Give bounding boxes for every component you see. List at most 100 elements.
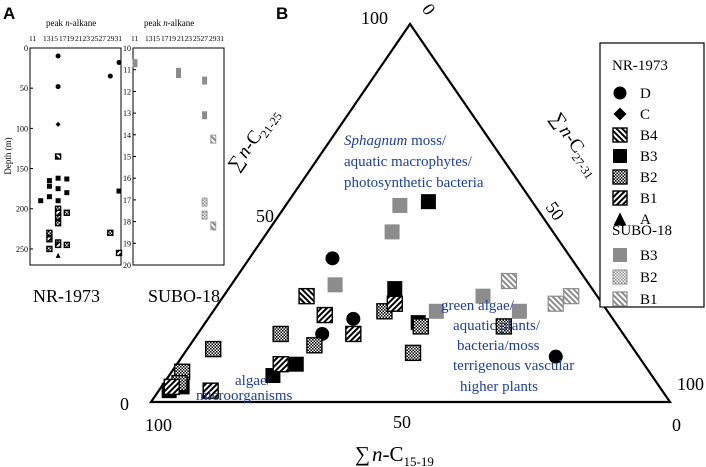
nr-y-tick-1: 50 <box>20 84 28 93</box>
ternary-point-nr-1973-d-0 <box>325 251 340 266</box>
right-axis-title: ∑n-C27-31 <box>543 109 604 182</box>
nr-point-b3-7 <box>55 198 61 204</box>
subo-point-b2-1 <box>201 210 208 220</box>
ternary-point-nr-1973-b1-0 <box>316 306 333 324</box>
left-axis-title: ∑n-C21-25 <box>224 104 285 177</box>
ternary-point-nr-1973-b2-3 <box>272 325 289 343</box>
nr-point-b3-8 <box>38 198 44 204</box>
legend-marker-nr-d <box>613 86 627 100</box>
ternary-point-nr-1973-b3-1 <box>387 281 403 297</box>
nr-point-b3-2 <box>64 176 70 182</box>
ternary-point-nr-1973-b1-2 <box>345 325 362 343</box>
nr-point-b1-3 <box>115 249 123 257</box>
subo-y-tick-0: 10 <box>123 44 131 53</box>
subo-x-tick-4: 2527 <box>193 34 208 43</box>
left-axis-0: 0 <box>120 394 129 414</box>
nr-point-b2-4 <box>46 229 53 237</box>
ternary-point-nr-1973-d-1 <box>346 311 361 326</box>
ternary-point-subo-18-b3-2 <box>327 277 343 293</box>
nr-y-ticks: 0 50 100 150 200 250 <box>16 44 33 254</box>
nr-point-d-1 <box>55 84 61 90</box>
ternary-point-nr-1973-d-3 <box>548 349 563 364</box>
legend-label-nr-b1: B1 <box>640 191 658 207</box>
ternary-point-nr-1973-b3-0 <box>420 194 436 210</box>
nr-point-b3-0 <box>46 178 52 184</box>
legend-label-nr-b2: B2 <box>640 170 658 186</box>
region-label-left: algae/ microorganisms <box>196 373 293 404</box>
legend-group-subo: SUBO-18 <box>612 223 672 239</box>
apex-label-0: 0 <box>418 0 440 19</box>
nr-point-b1-0 <box>54 209 62 216</box>
nr-point-b1-1 <box>46 236 53 243</box>
right-axis-100: 100 <box>677 374 704 394</box>
ternary-point-subo-18-b3-0 <box>392 197 408 213</box>
legend-marker-nr-c <box>613 107 627 121</box>
legend-label-nr-c: C <box>640 107 650 123</box>
subo-point-b3-3 <box>202 76 208 85</box>
svg-text:Sphagnum moss/: Sphagnum moss/ <box>344 133 447 149</box>
nr-point-b2-1 <box>63 209 71 216</box>
svg-text:terrigenous vascular: terrigenous vascular <box>453 358 574 374</box>
region-label-right: green algae/ aquatic plants/ bacteria/mo… <box>441 298 574 395</box>
nr-point-b3-6 <box>46 194 52 200</box>
nr-point-d-3 <box>116 59 122 65</box>
subo-y-tick-9: 19 <box>123 239 131 248</box>
left-axis-50: 50 <box>256 206 274 226</box>
nr-name: NR-1973 <box>33 286 100 306</box>
apex-label-100: 100 <box>361 8 388 28</box>
svg-text:aquatic macrophytes/: aquatic macrophytes/ <box>344 154 473 170</box>
svg-text:green algae/: green algae/ <box>441 298 515 314</box>
subo-x-tick-0: 11 <box>131 34 138 43</box>
ternary-point-subo-18-b3-3 <box>428 303 444 319</box>
ternary-point-nr-1973-b2-8 <box>495 318 513 335</box>
nr-point-c-0 <box>55 121 61 127</box>
svg-text:bacteria/moss: bacteria/moss <box>457 338 540 354</box>
legend-marker-nr-a <box>613 212 627 226</box>
subo-y-tick-4: 14 <box>123 131 131 140</box>
bottom-axis-0: 0 <box>672 415 681 435</box>
ternary-point-subo-18-b1-1 <box>547 295 564 312</box>
subo-frame <box>132 47 225 266</box>
subo-y-tick-10: 20 <box>123 261 131 270</box>
nr-y-tick-0: 0 <box>24 44 28 53</box>
nr-y-tick-5: 250 <box>16 245 28 254</box>
nr-point-b3-1 <box>55 175 61 181</box>
ternary-point-nr-1973-b1-5 <box>202 382 219 399</box>
nr-y-tick-4: 200 <box>16 205 28 214</box>
subo-header: peak n-alkane <box>144 18 194 28</box>
subo-point-b3-0 <box>132 59 138 68</box>
nr-frame <box>29 47 122 266</box>
nr-y-tick-2: 100 <box>16 124 28 133</box>
nr-point-b2-3 <box>54 220 62 227</box>
nr-ylabel: Depth (m) <box>3 137 13 174</box>
ternary-point-nr-1973-b1-4 <box>163 378 180 396</box>
nr-y-tick-3: 150 <box>16 165 28 174</box>
subo-y-tick-3: 13 <box>123 109 131 118</box>
nr-point-d-2 <box>107 73 113 79</box>
subo-y-tick-5: 15 <box>123 153 131 162</box>
nr-x-tick-3: 2123 <box>75 34 90 43</box>
nr-point-b2-7 <box>46 245 53 253</box>
ternary-triangle <box>148 22 673 404</box>
legend-marker-nr-b3 <box>613 149 627 163</box>
legend-label-nr-a: A <box>640 212 651 228</box>
ternary-point-subo-18-b3-5 <box>511 303 527 319</box>
ternary-point-nr-1973-b1-3 <box>272 356 289 373</box>
ternary-point-nr-1973-b2-2 <box>404 344 422 362</box>
svg-text:microorganisms: microorganisms <box>196 388 293 404</box>
ternary-subplot: 100 0 50 0 50 100 100 50 0 ∑n-C21-25 ∑n-… <box>120 0 704 467</box>
subo-x-tick-3: 2123 <box>177 34 192 43</box>
bottom-axis-title: ∑n-C15-19 <box>355 442 434 467</box>
nr-point-b4-0 <box>54 153 62 160</box>
nr-point-a-0 <box>55 252 61 258</box>
legend-marker-nr-b2 <box>612 169 628 185</box>
subo-y-tick-8: 18 <box>123 218 131 227</box>
panel-b-letter: B <box>276 4 288 23</box>
